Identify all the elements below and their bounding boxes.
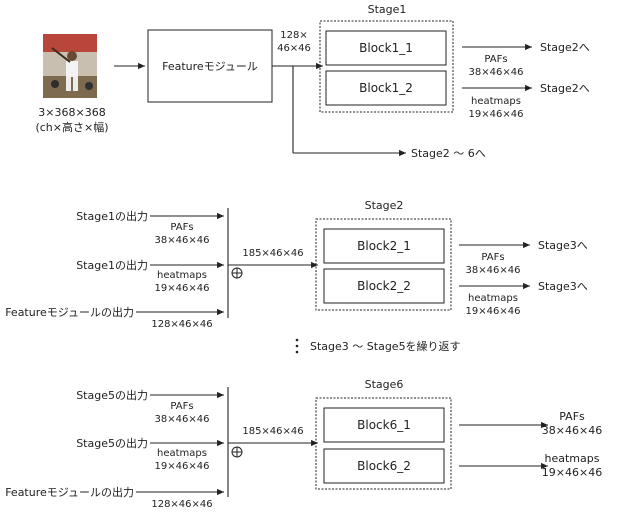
stage6-title: Stage6: [365, 378, 404, 391]
block2-1-label: Block2_1: [357, 239, 411, 253]
stage1-out-top: Stage2へ: [540, 41, 590, 54]
stage2-concat-plus-icon: [231, 267, 243, 279]
stage6-input-1: Stage5の出力: [76, 388, 148, 402]
stage6-concat-plus-icon: [231, 446, 243, 458]
feature-module-box: [147, 29, 273, 103]
block1-1-box: [325, 30, 447, 66]
stage2-input-2-size: 19×46×46: [155, 283, 210, 294]
block6-2-label: Block6_2: [357, 459, 411, 473]
block6-1-box: [323, 407, 445, 443]
stage2-out-bottom: Stage3へ: [538, 280, 588, 293]
block2-2-box: [323, 268, 445, 304]
stage2-heatmaps-size: 19×46×46: [466, 306, 521, 317]
stage6-input-2-size: 19×46×46: [155, 461, 210, 472]
block2-1-box: [323, 228, 445, 264]
vertical-ellipsis-icon: [295, 338, 299, 354]
stage2-pafs-size: 38×46×46: [466, 265, 521, 276]
stage2-heatmaps-label: heatmaps: [468, 293, 518, 304]
stage1-out-bottom: Stage2へ: [540, 82, 590, 95]
stage2-input-2-label: heatmaps: [157, 270, 207, 281]
stage6-pafs-size: 38×46×46: [542, 424, 602, 437]
stage1-container: [319, 20, 454, 113]
stage2-input-1: Stage1の出力: [76, 209, 148, 223]
branch-label: Stage2 ～ 6へ: [411, 147, 486, 160]
stage6-container: [315, 397, 452, 490]
stage6-input-2: Stage5の出力: [76, 436, 148, 450]
stage6-pafs-label: PAFs: [559, 410, 585, 423]
stage1-heatmaps-label: heatmaps: [471, 96, 521, 107]
stage2-input-3-size: 128×46×46: [151, 319, 212, 330]
stage6-input-1-size: 38×46×46: [155, 414, 210, 425]
block1-2-box: [325, 70, 447, 106]
stage6-input-1-label: PAFs: [170, 401, 193, 412]
block1-1-label: Block1_1: [359, 41, 413, 55]
stage2-input-1-label: PAFs: [170, 222, 193, 233]
input-image: [43, 34, 97, 98]
stage2-container: [315, 218, 452, 311]
stage6-input-3: Featureモジュールの出力: [5, 485, 134, 499]
feature-out-size-1: 128×: [280, 30, 307, 41]
block6-2-box: [323, 448, 445, 484]
stage2-out-top: Stage3へ: [538, 239, 588, 252]
stage6-heatmaps-size: 19×46×46: [542, 466, 602, 479]
feature-out-size-2: 46×46: [277, 43, 311, 54]
stage6-concat-size: 185×46×46: [242, 426, 303, 437]
stage6-input-2-label: heatmaps: [157, 448, 207, 459]
block2-2-label: Block2_2: [357, 279, 411, 293]
stage1-heatmaps-size: 19×46×46: [469, 109, 524, 120]
stage2-input-3: Featureモジュールの出力: [5, 305, 134, 319]
stage2-pafs-label: PAFs: [481, 252, 504, 263]
stage6-heatmaps-label: heatmaps: [545, 452, 600, 465]
block6-1-label: Block6_1: [357, 418, 411, 432]
stage2-input-2: Stage1の出力: [76, 258, 148, 272]
input-size-label: 3×368×368: [38, 106, 105, 119]
stage2-title: Stage2: [365, 199, 404, 212]
input-dims-label: (ch×高さ×幅): [35, 120, 108, 134]
stage6-input-3-size: 128×46×46: [151, 499, 212, 510]
block1-2-label: Block1_2: [359, 81, 413, 95]
stage1-title: Stage1: [368, 3, 407, 16]
stage1-pafs-label: PAFs: [484, 54, 507, 65]
feature-module-label: Featureモジュール: [162, 60, 258, 73]
stage2-concat-size: 185×46×46: [242, 248, 303, 259]
stage2-input-1-size: 38×46×46: [155, 235, 210, 246]
stage1-pafs-size: 38×46×46: [469, 67, 524, 78]
repeat-note: Stage3 ～ Stage5を繰り返す: [310, 339, 461, 353]
